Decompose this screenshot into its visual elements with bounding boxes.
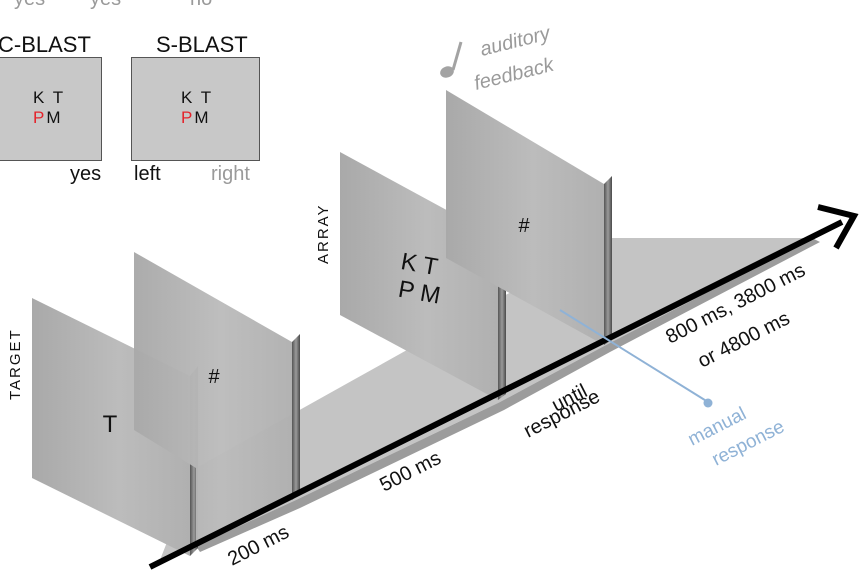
manual-response-dot <box>703 398 713 408</box>
c-blast-box: K T PM <box>0 57 102 161</box>
target-letter: T <box>103 411 118 438</box>
c-blast-target-letter: P <box>33 108 47 127</box>
mask-panel-2 <box>446 90 604 345</box>
array-row-1: K T <box>399 248 440 281</box>
manual-response-line <box>559 309 709 403</box>
s-blast-target-letter: P <box>181 108 195 127</box>
timeline-arrow-head <box>817 204 859 250</box>
timeline-arrow-shaft <box>148 219 844 570</box>
top-yes-label-1: yes <box>14 0 45 11</box>
s-blast-left-label: left <box>134 163 161 185</box>
c-blast-letters-top: K T <box>33 88 66 107</box>
s-blast-box: K T PM <box>131 57 260 161</box>
target-label: TARGET <box>7 328 24 400</box>
mask-panel-1-edge <box>292 334 300 500</box>
s-blast-letters-top: K T <box>181 88 214 107</box>
top-yes-label-2: yes <box>90 0 121 11</box>
mask-panel-1 <box>134 252 292 546</box>
array-label: ARRAY <box>315 203 332 264</box>
s-blast-other-letter: M <box>194 108 211 127</box>
mask-2-symbol: # <box>518 215 530 237</box>
c-blast-title: C-BLAST <box>0 32 91 57</box>
c-blast-letters-bottom: PM <box>33 108 63 128</box>
top-no-label: no <box>190 0 212 11</box>
s-blast-title: S-BLAST <box>156 32 248 57</box>
mask-1-symbol: # <box>208 366 220 388</box>
c-blast-other-letter: M <box>46 108 63 127</box>
s-blast-right-label: right <box>211 163 250 185</box>
array-panel <box>340 152 498 400</box>
floor-shadow <box>196 238 820 552</box>
mask-panel-2-edge <box>604 176 612 345</box>
c-blast-answer: yes <box>70 163 102 185</box>
music-note-icon <box>440 41 463 78</box>
s-blast-letters-bottom: PM <box>181 108 211 128</box>
